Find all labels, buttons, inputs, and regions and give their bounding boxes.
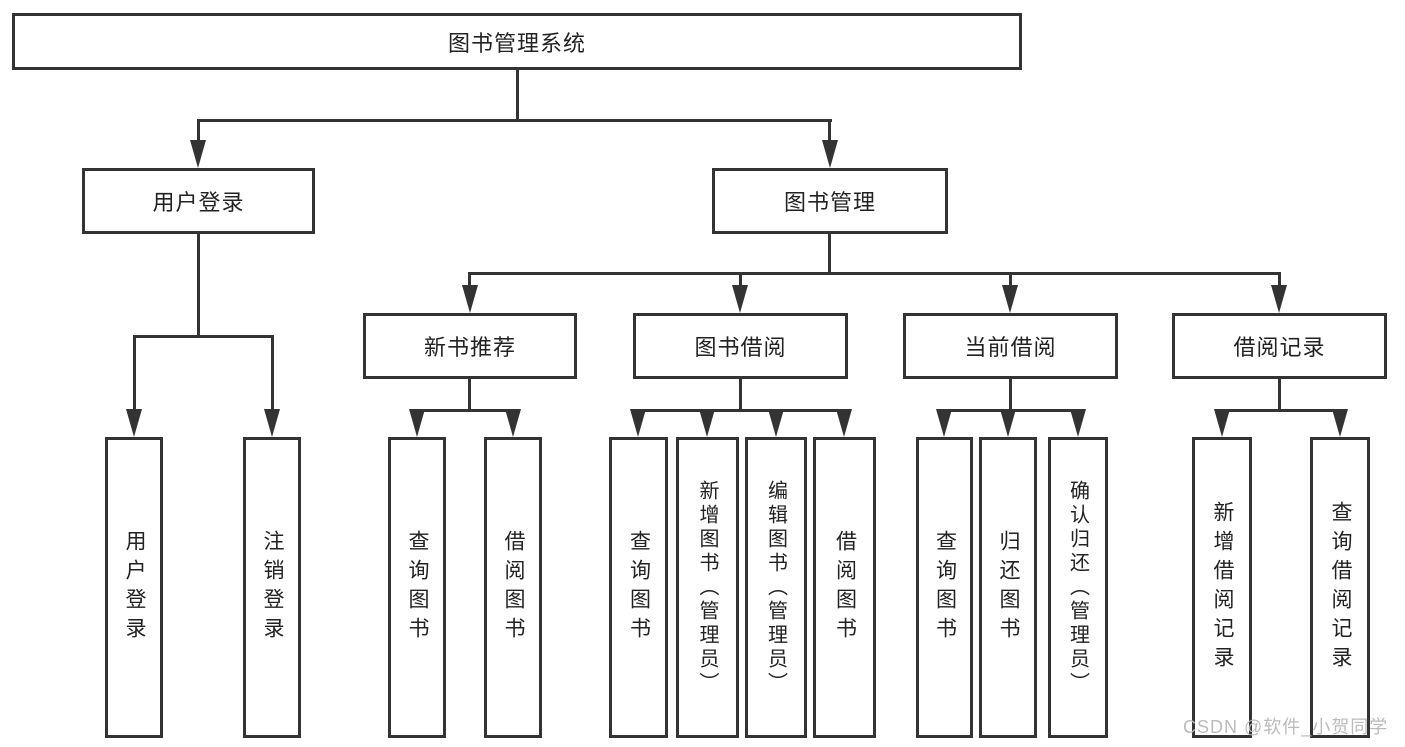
- leaf-label: 新增借阅记录: [1211, 500, 1234, 675]
- connector-section-rail: [1220, 409, 1342, 412]
- csdn-watermark: CSDN @软件_小贺同学: [1183, 717, 1389, 737]
- arrow-down: [462, 285, 478, 313]
- connector-drop-user-login: [197, 119, 200, 145]
- leaf-label: 借阅图书: [502, 529, 525, 646]
- arrow-down: [1070, 409, 1086, 437]
- connector-user-login-stem: [197, 234, 200, 335]
- leaf-label: 查询借阅记录: [1329, 500, 1352, 675]
- leaf-add-books-admin: 新增图书（管理员）: [676, 437, 739, 738]
- connector-section-rail: [415, 409, 515, 412]
- connector-drop-section: [468, 272, 471, 288]
- connector-root-stem: [516, 70, 519, 119]
- node-current-borrowing: 当前借阅: [903, 313, 1118, 379]
- connector-section-stem: [1278, 379, 1281, 409]
- leaf-add-borrowing-record: 新增借阅记录: [1192, 437, 1252, 738]
- leaf-edit-books-admin: 编辑图书（管理员）: [745, 437, 807, 738]
- leaf-label: 借阅图书: [833, 529, 857, 646]
- connector-book-management-rail: [468, 272, 1281, 275]
- arrow-down: [190, 140, 206, 168]
- connector-drop-section: [1278, 272, 1281, 288]
- node-label: 图书借阅: [694, 335, 787, 360]
- leaf-query-books-recommend: 查询图书: [388, 437, 446, 738]
- arrow-down: [126, 409, 142, 437]
- connector-book-management-stem: [828, 234, 831, 272]
- node-label: 图书管理系统: [447, 30, 586, 56]
- leaf-logout: 注销登录: [243, 437, 301, 738]
- leaf-query-books-current: 查询图书: [916, 437, 973, 738]
- arrow-down: [1000, 409, 1016, 437]
- node-user-login: 用户登录: [82, 168, 315, 234]
- leaf-return-books: 归还图书: [979, 437, 1037, 738]
- leaf-query-borrowing-record: 查询借阅记录: [1310, 437, 1370, 738]
- connector-drop-leaf: [271, 335, 274, 411]
- arrow-down: [1214, 409, 1230, 437]
- leaf-label: 查询图书: [933, 529, 957, 646]
- leaf-user-login: 用户登录: [105, 437, 163, 738]
- leaf-borrow-books: 借阅图书: [813, 437, 876, 738]
- connector-drop-section: [739, 272, 742, 288]
- node-borrowing-records: 借阅记录: [1172, 313, 1387, 379]
- node-library-management-system: 图书管理系统: [12, 13, 1022, 70]
- leaf-label: 归还图书: [997, 529, 1020, 646]
- leaf-label: 注销登录: [261, 529, 284, 646]
- node-label: 图书管理: [783, 190, 876, 215]
- connector-user-login-rail: [133, 335, 274, 338]
- arrow-down: [936, 409, 952, 437]
- arrow-down: [836, 409, 852, 437]
- node-label: 用户登录: [152, 190, 245, 215]
- arrow-down: [699, 409, 715, 437]
- connector-drop-section: [1009, 272, 1012, 288]
- leaf-confirm-return-admin: 确认归还（管理员）: [1048, 437, 1108, 738]
- connector-section-stem: [468, 379, 471, 409]
- leaf-label: 查询图书: [406, 529, 429, 646]
- arrow-down: [409, 409, 425, 437]
- leaf-borrow-books-recommend: 借阅图书: [484, 437, 542, 738]
- node-book-borrowing: 图书借阅: [633, 313, 848, 379]
- arrow-down: [1002, 285, 1018, 313]
- arrow-down: [822, 140, 838, 168]
- leaf-label: 新增图书（管理员）: [696, 479, 718, 696]
- leaf-query-books-borrowing: 查询图书: [609, 437, 668, 738]
- leaf-label: 编辑图书（管理员）: [764, 479, 787, 696]
- arrow-down: [630, 409, 646, 437]
- connector-section-rail: [636, 409, 846, 412]
- arrow-down: [264, 409, 280, 437]
- leaf-label: 用户登录: [123, 529, 146, 646]
- arrow-down: [1332, 409, 1348, 437]
- connector-drop-book-management: [828, 119, 831, 145]
- node-label: 当前借阅: [964, 335, 1057, 360]
- connector-drop-leaf: [133, 335, 136, 411]
- connector-section-stem: [1009, 379, 1012, 409]
- node-label: 借阅记录: [1233, 335, 1326, 360]
- node-book-management: 图书管理: [712, 168, 948, 234]
- leaf-label: 确认归还（管理员）: [1066, 479, 1089, 696]
- connector-section-stem: [739, 379, 742, 409]
- node-new-book-recommendation: 新书推荐: [363, 313, 577, 379]
- leaf-label: 查询图书: [627, 529, 651, 646]
- node-label: 新书推荐: [423, 335, 516, 360]
- arrow-down: [732, 285, 748, 313]
- connector-root-rail: [197, 119, 832, 122]
- arrow-down: [505, 409, 521, 437]
- arrow-down: [768, 409, 784, 437]
- arrow-down: [1271, 285, 1287, 313]
